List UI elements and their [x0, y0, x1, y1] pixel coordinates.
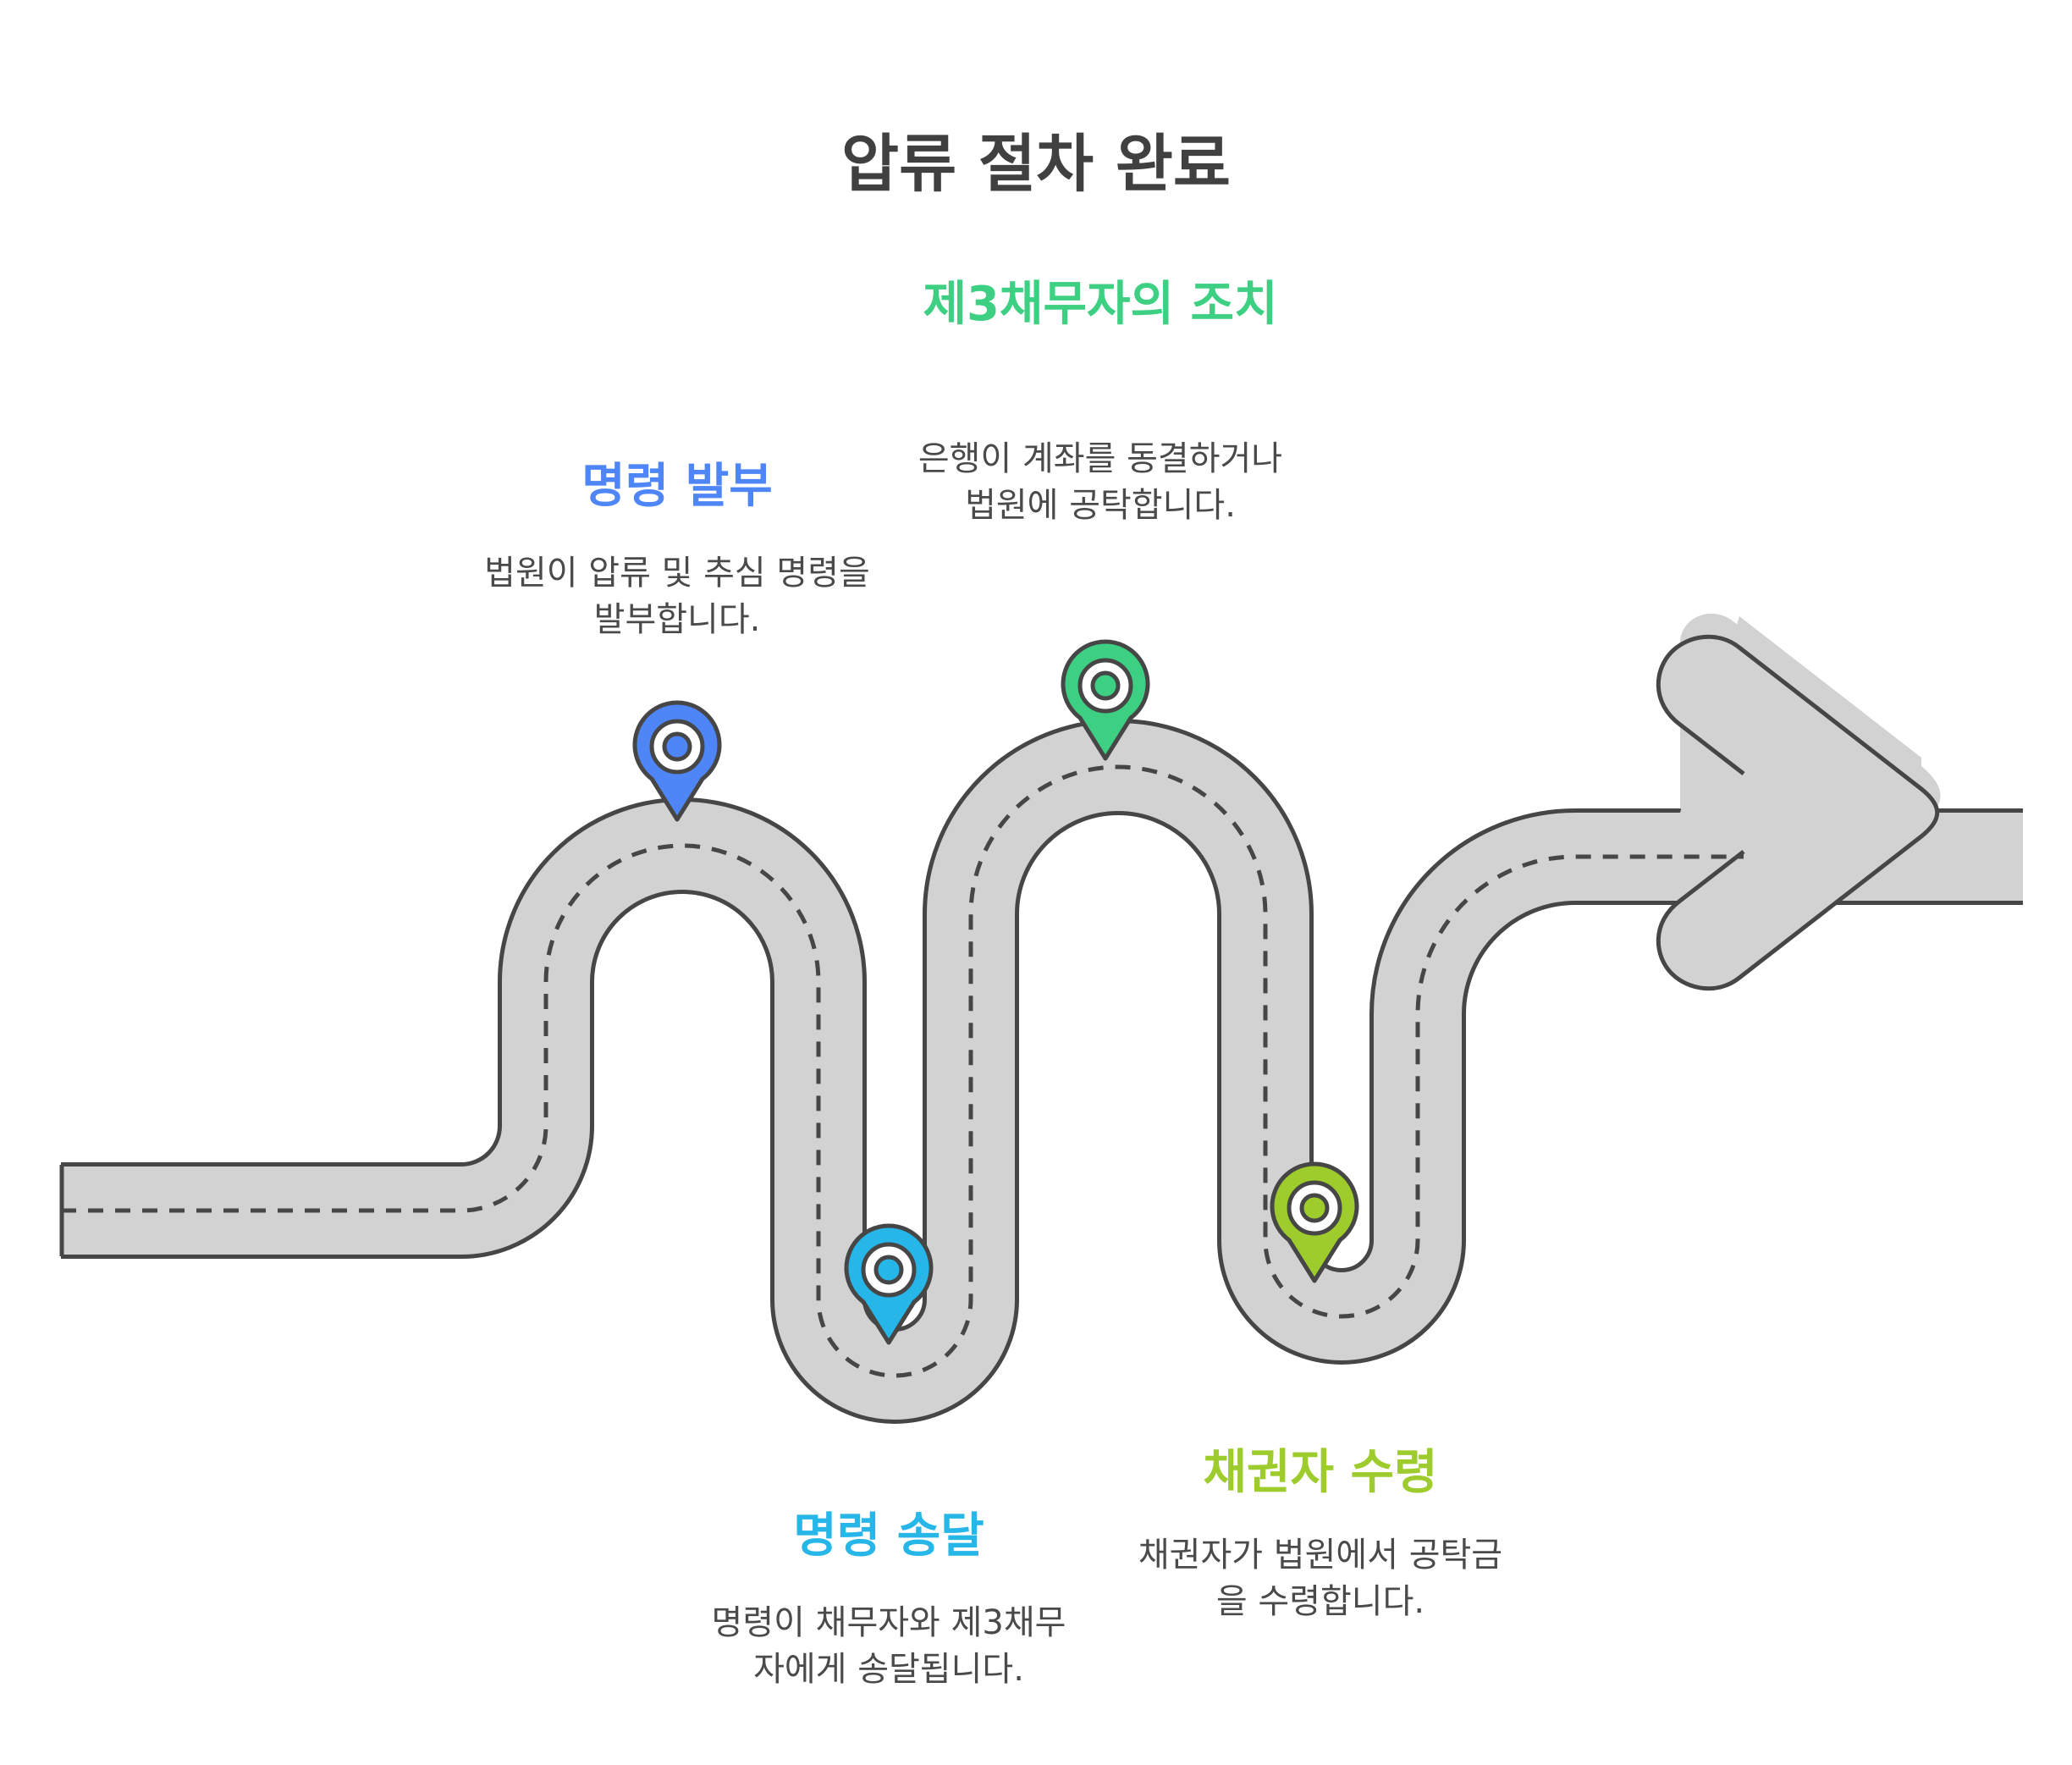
location-pin-icon	[1061, 639, 1150, 761]
step-title-third-debtor-action: 제3채무자의 조치	[923, 277, 1278, 332]
page-title: 압류 절차 완료	[840, 128, 1231, 201]
road-center-dashes	[61, 764, 1744, 1378]
arrow-head	[1656, 613, 1941, 991]
location-pin-icon	[844, 1223, 934, 1345]
step-title-order-delivery: 명령 송달	[793, 1509, 984, 1564]
step-title-creditor-receipt: 채권자 수령	[1203, 1445, 1438, 1500]
step-title-order-issued: 명령 발부	[581, 459, 773, 514]
location-pin-icon	[632, 700, 722, 822]
step-description-order-issued: 법원이 압류 및 추심 명령을 발부합니다.	[484, 554, 870, 640]
location-pin-icon	[1270, 1161, 1359, 1283]
step-description-third-debtor-action: 은행이 계좌를 동결하거나 법원에 공탁합니다.	[918, 439, 1283, 526]
step-description-order-delivery: 명령이 채무자와 제3채무자에게 송달됩니다.	[711, 1603, 1066, 1690]
step-description-creditor-receipt: 채권자가 법원에서 공탁금을 수령합니다.	[1138, 1536, 1503, 1622]
